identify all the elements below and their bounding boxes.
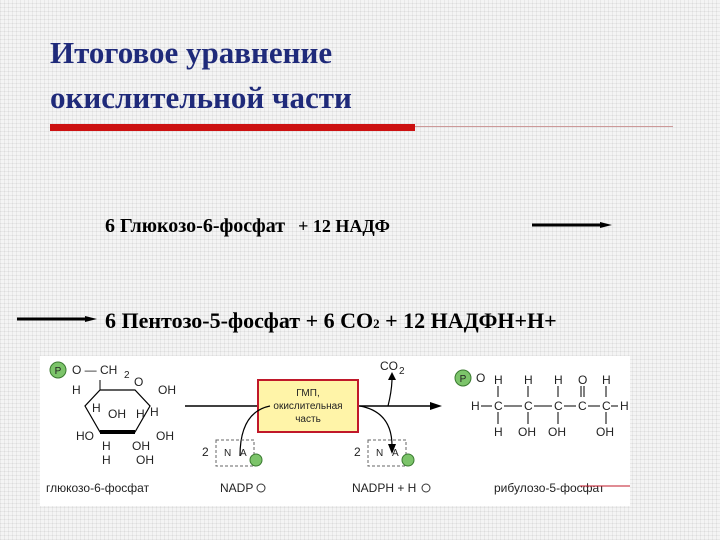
ribulose-bottom-2: OH [548, 425, 566, 439]
ribulose-chain-0: H [471, 399, 480, 413]
glucose-oh-mid: OH [108, 407, 126, 421]
reaction-arrow-continuation-icon [17, 316, 97, 322]
ribulose-bottom-1: OH [518, 425, 536, 439]
svg-text:P: P [55, 366, 62, 377]
ribulose-top-h-0: H [494, 373, 503, 387]
nadp-curve-arrow-icon [239, 405, 396, 457]
title-underline-red [50, 124, 415, 131]
ribulose-top-o: O [578, 373, 587, 387]
glucose-oh-bottom: OH [156, 429, 174, 443]
co2-subscript-diagram: 2 [399, 366, 405, 377]
glucose-ring [84, 380, 151, 434]
glucose-oh-5: OH [132, 439, 150, 453]
ribulose-top-h-1: H [524, 373, 533, 387]
nadph-label: NADPH + H [352, 481, 416, 495]
equation-line-2: 6 Пентозо-5-фосфат + 6 CO2 + 12 НАДФН+Н+ [105, 308, 557, 334]
co2-label: CO [380, 359, 398, 373]
reactant-glucose-6-phosphate: 6 Глюкозо-6-фосфат [105, 215, 286, 237]
enzyme-line-1: ГМП, [296, 388, 319, 399]
nadp-count-left: 2 [202, 445, 209, 459]
ch2-group: O — CH [72, 363, 117, 377]
glucose-o-ring: O [134, 375, 143, 389]
ribulose-top-h-4: H [602, 373, 611, 387]
svg-text:A: A [392, 448, 399, 459]
reactant-nadp: + 12 НАДФ [298, 216, 390, 236]
svg-text:N: N [224, 448, 231, 459]
enzyme-line-2: окислительная [273, 401, 342, 412]
glucose-h-3: H [92, 401, 101, 415]
title-line-1: Итоговое уравнение [50, 35, 333, 70]
ribulose-chain-2: C [524, 399, 533, 413]
ribulose-chain-6: H [620, 399, 629, 413]
ribulose-bonds [481, 386, 618, 424]
products-prefix: 6 Пентозо-5-фосфат + 6 CO [105, 308, 374, 333]
glucose-h-5: H [102, 439, 111, 453]
slide-title: Итоговое уравнение окислительной части [50, 30, 352, 120]
svg-text:A: A [240, 448, 247, 459]
equation-line-1: 6 Глюкозо-6-фосфат + 12 НАДФ [105, 215, 390, 238]
glucose-6-phosphate-label: глюкозо-6-фосфат [46, 481, 150, 495]
glucose-ho-left: HO [76, 429, 94, 443]
title-underline-thin [415, 126, 673, 127]
glucose-h-2: H [150, 405, 159, 419]
co2-subscript: 2 [373, 316, 380, 331]
nadph-count-right: 2 [354, 445, 361, 459]
ribulose-bottom-3: OH [596, 425, 614, 439]
nadp-label: NADP [220, 481, 253, 495]
ribulose-chain-3: C [554, 399, 563, 413]
charge-plus-icon [256, 483, 266, 493]
products-suffix: + 12 НАДФН+Н+ [379, 308, 557, 333]
ch2-subscript: 2 [124, 370, 130, 381]
ribulose-top-h-2: H [554, 373, 563, 387]
glucose-oh-right: OH [158, 383, 176, 397]
phosphate-icon-ribulose: P [454, 369, 472, 387]
ribulose-o-top: O [476, 371, 485, 385]
ribulose-chain-5: C [602, 399, 611, 413]
glucose-h-4: H [136, 407, 145, 421]
phosphate-icon: P [49, 361, 67, 379]
reaction-arrow-right-icon [532, 222, 612, 228]
title-line-2: окислительной части [50, 80, 352, 115]
enzyme-box [257, 379, 359, 433]
glucose-oh-6: OH [136, 453, 154, 467]
glucose-h-6: H [102, 453, 111, 467]
nadph-cofactor-icon: N A [367, 439, 415, 467]
ribulose-chain-4: C [578, 399, 587, 413]
pathway-diagram: P O — CH 2 H O OH H H OH H HO OH H OH H … [40, 356, 630, 506]
ribulose-5-phosphate-label: рибулозо-5-фосфат [494, 481, 605, 495]
glucose-h-1: H [72, 383, 81, 397]
co2-arrow-icon [387, 372, 396, 407]
enzyme-line-3: часть [295, 414, 321, 425]
svg-text:P: P [460, 374, 467, 385]
svg-text:N: N [376, 448, 383, 459]
nadp-cofactor-icon: N A [215, 439, 263, 467]
ribulose-bottom-0: H [494, 425, 503, 439]
charge-plus-icon-2 [421, 483, 431, 493]
ribulose-chain-1: C [494, 399, 503, 413]
